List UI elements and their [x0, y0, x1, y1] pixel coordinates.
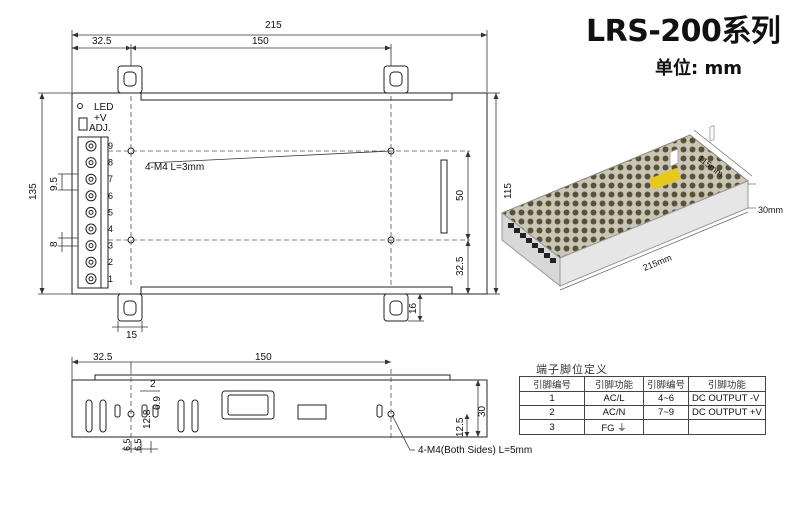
table-header-row: 引脚编号 引脚功能 引脚编号 引脚功能 — [519, 376, 766, 392]
side-dim-12-8: 12.8 — [142, 409, 153, 429]
dim-total-width: 215 — [265, 20, 282, 31]
dim-pin-pitch: 9.5 — [49, 177, 60, 191]
adj-trimmer — [78, 117, 88, 131]
bottom-recess — [140, 286, 453, 294]
terminal-number: 5 — [108, 207, 113, 217]
dim-left-offset: 32.5 — [92, 36, 112, 47]
terminal-block — [77, 136, 109, 289]
side-dim-6-9: 6.9 — [152, 396, 163, 410]
terminal-number: 3 — [108, 241, 113, 251]
terminal-number: 1 — [108, 274, 113, 284]
side-dim-hole-span: 150 — [255, 352, 272, 363]
terminal-number: 4 — [108, 224, 113, 234]
dim-right-height: 115 — [503, 183, 514, 199]
warning-label — [648, 167, 682, 191]
photo-dim-width: 215mm — [641, 252, 673, 273]
dim-hole-span: 150 — [252, 36, 269, 47]
cell: 4~6 — [642, 391, 690, 406]
side-slot — [297, 404, 327, 420]
cell — [688, 419, 766, 435]
side-outline — [71, 379, 488, 438]
terminal-number: 6 — [108, 191, 113, 201]
cell: AC/N — [584, 405, 644, 420]
terminal-screw-center — [88, 209, 94, 215]
dim-bottom-offset: 32.5 — [455, 256, 466, 276]
pin-definition-table: 引脚编号 引脚功能 引脚编号 引脚功能 1 AC/L 4~6 DC OUTPUT… — [519, 376, 766, 435]
tab-bottom-right — [383, 293, 409, 322]
terminal-screw-center — [88, 259, 94, 265]
side-dim-height: 30 — [477, 405, 488, 417]
side-vent-window — [221, 390, 275, 420]
terminal-screw-center — [88, 193, 94, 199]
led-indicator — [77, 103, 83, 109]
terminal-number: 9 — [108, 141, 113, 151]
led-label: LED — [94, 102, 113, 113]
terminal-number: 2 — [108, 257, 113, 267]
mount-note-top: 4-M4 L=3mm — [145, 162, 204, 173]
adj-label: ADJ. — [89, 123, 111, 134]
table-row: 2 AC/N 7~9 DC OUTPUT +V — [519, 405, 766, 420]
cell: DC OUTPUT +V — [688, 405, 766, 420]
unit-label: 单位: mm — [655, 58, 742, 79]
dim-height: 135 — [28, 183, 39, 200]
cell: 1 — [519, 391, 585, 406]
side-mount-note: 4-M4(Both Sides) L=5mm — [418, 445, 532, 456]
page-title: LRS-200系列 — [586, 14, 781, 49]
header-pin-no-1: 引脚编号 — [519, 376, 585, 392]
terminal-number: 8 — [108, 158, 113, 168]
cell: DC OUTPUT -V — [688, 391, 766, 406]
chassis-outline — [71, 92, 488, 295]
photo-dim-height: 30mm — [758, 205, 783, 215]
terminal-screws-photo — [508, 223, 556, 263]
header-pin-func-1: 引脚功能 — [584, 376, 644, 392]
header-pin-no-2: 引脚编号 — [642, 376, 690, 392]
pin-table-caption: 端子脚位定义 — [536, 363, 608, 376]
side-vents — [85, 399, 383, 433]
top-view-drawing: 215 32.5 150 LED +V ADJ. 4-M4 L=3mm 15 1… — [28, 20, 514, 341]
side-slot — [440, 159, 448, 234]
cell: 2 — [519, 405, 585, 420]
dim-tab-width: 15 — [126, 330, 138, 341]
terminal-screw-center — [88, 176, 94, 182]
product-photo: 115mm 30mm 215mm — [501, 124, 783, 291]
side-dim-2: 2 — [150, 379, 156, 390]
terminal-number: 7 — [108, 174, 113, 184]
adj-plus-label: +V — [94, 113, 107, 124]
dim-hole-vspan: 50 — [455, 189, 466, 201]
side-dim-left-offset: 32.5 — [93, 352, 113, 363]
tab-bottom-left — [117, 293, 143, 322]
dim-pin-width: 8 — [49, 241, 60, 247]
table-row: 1 AC/L 4~6 DC OUTPUT -V — [519, 391, 766, 406]
side-view-drawing: 32.5 150 2 4-M4(Both Sides) L=5mm 30 12.… — [71, 352, 532, 456]
tab-top-left — [117, 65, 143, 94]
terminal-screw-center — [88, 243, 94, 249]
side-dim-bottom: 12.5 — [455, 417, 466, 437]
side-dim-6-5b: 6.5 — [133, 438, 143, 451]
top-recess — [140, 93, 453, 101]
terminal-screw-center — [88, 143, 94, 149]
cell: 7~9 — [642, 405, 690, 420]
cell: 3 — [519, 419, 585, 435]
side-dim-6-5a: 6.5 — [122, 438, 132, 451]
dim-tab-right: 16 — [408, 302, 419, 314]
cell — [642, 419, 690, 435]
terminal-screw-center — [88, 226, 94, 232]
tab-top-right — [383, 65, 409, 94]
table-row: 3 FG ⏚ — [519, 419, 766, 435]
cell: FG ⏚ — [584, 419, 644, 435]
terminal-screw-center — [88, 160, 94, 166]
terminal-screw-center — [88, 276, 94, 282]
header-pin-func-2: 引脚功能 — [688, 376, 766, 392]
cell: AC/L — [584, 391, 644, 406]
